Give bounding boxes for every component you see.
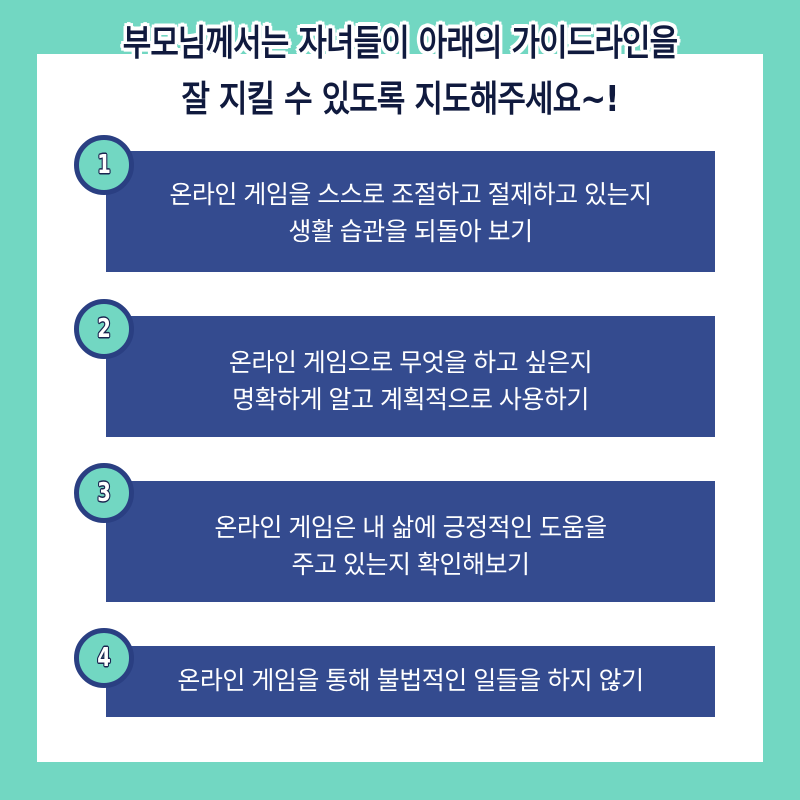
guideline-text-line: 온라인 게임은 내 삶에 긍정적인 도움을 <box>214 513 607 542</box>
badge-number: 1 <box>97 150 111 180</box>
guideline-text-line: 주고 있는지 확인해보기 <box>291 550 530 579</box>
guideline-text-line: 명확하게 알고 계획적으로 사용하기 <box>232 385 589 414</box>
guideline-text-line: 온라인 게임으로 무엇을 하고 싶은지 <box>228 348 593 377</box>
guideline-text-line: 생활 습관을 되돌아 보기 <box>288 217 533 246</box>
guideline-text-line: 온라인 게임을 통해 불법적인 일들을 하지 않기 <box>177 667 644 695</box>
badge-number: 4 <box>97 643 111 673</box>
guideline-box-4: 온라인 게임을 통해 불법적인 일들을 하지 않기 <box>106 646 715 717</box>
page-title: 부모님께서는 자녀들이 아래의 가이드라인을 잘 지킬 수 있도록 지도해주세요… <box>56 16 744 128</box>
guideline-box-3: 온라인 게임은 내 삶에 긍정적인 도움을 주고 있는지 확인해보기 <box>106 481 715 602</box>
guideline-box-2: 온라인 게임으로 무엇을 하고 싶은지 명확하게 알고 계획적으로 사용하기 <box>106 316 715 437</box>
guideline-text-line: 온라인 게임을 스스로 조절하고 절제하고 있는지 <box>169 180 652 209</box>
number-badge-3: 3 <box>74 463 134 523</box>
title-line-2: 잘 지킬 수 있도록 지도해주세요~! <box>181 79 619 120</box>
number-badge-2: 2 <box>74 299 134 359</box>
guideline-box-1: 온라인 게임을 스스로 조절하고 절제하고 있는지 생활 습관을 되돌아 보기 <box>106 151 715 272</box>
title-line-1: 부모님께서는 자녀들이 아래의 가이드라인을 <box>122 23 678 64</box>
badge-number: 3 <box>97 478 111 508</box>
number-badge-1: 1 <box>74 135 134 195</box>
badge-number: 2 <box>97 314 111 344</box>
number-badge-4: 4 <box>74 628 134 688</box>
